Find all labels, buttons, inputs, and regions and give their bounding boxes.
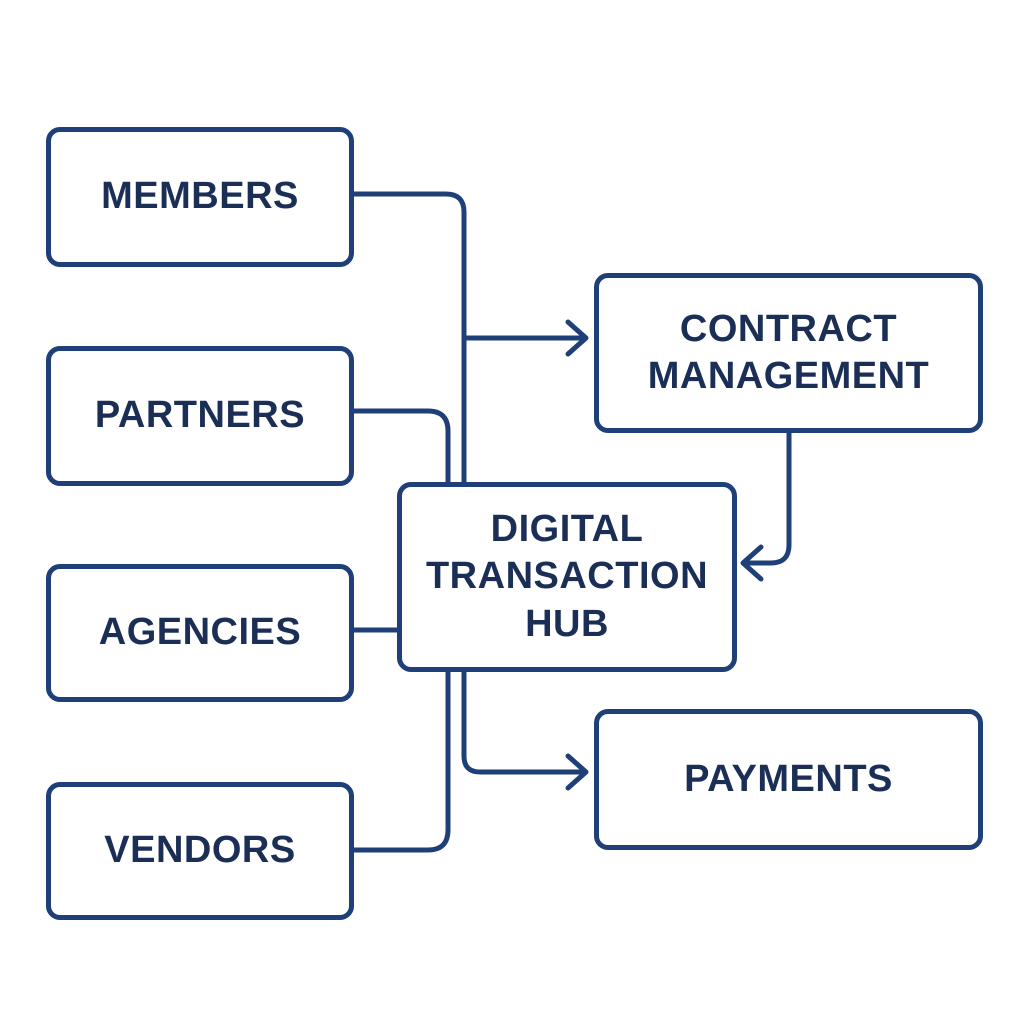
arrowhead-payments: [565, 753, 589, 791]
node-members: MEMBERS: [46, 127, 354, 267]
node-vendors-label: VENDORS: [104, 829, 296, 872]
connector-hub-payments: [461, 669, 587, 775]
node-contract-label-line2: MANAGEMENT: [647, 355, 930, 397]
node-hub-label-line3: HUB: [525, 602, 609, 645]
connector-vendors-hub: [351, 669, 451, 853]
arrowhead-contract: [565, 319, 589, 357]
node-partners: PARTNERS: [46, 346, 354, 486]
connector-contract-hub: [742, 430, 792, 566]
node-digital-transaction-hub: DIGITAL TRANSACTION HUB: [397, 482, 737, 672]
arrowhead-hub: [740, 544, 764, 582]
node-members-label: MEMBERS: [101, 175, 299, 218]
node-vendors: VENDORS: [46, 782, 354, 920]
node-payments: PAYMENTS: [594, 709, 983, 850]
node-payments-label: PAYMENTS: [684, 757, 893, 800]
connector-partners-hub: [351, 408, 451, 485]
node-hub-label-line1: DIGITAL: [490, 507, 644, 550]
node-hub-label-line2: TRANSACTION: [425, 555, 709, 598]
node-contract-label-line1: CONTRACT: [679, 307, 898, 350]
node-partners-label: PARTNERS: [94, 394, 306, 437]
node-agencies: AGENCIES: [46, 564, 354, 702]
node-contract-management: CONTRACT MANAGEMENT: [594, 273, 983, 433]
node-agencies-label: AGENCIES: [98, 611, 302, 654]
connector-members-contract: [351, 191, 587, 341]
